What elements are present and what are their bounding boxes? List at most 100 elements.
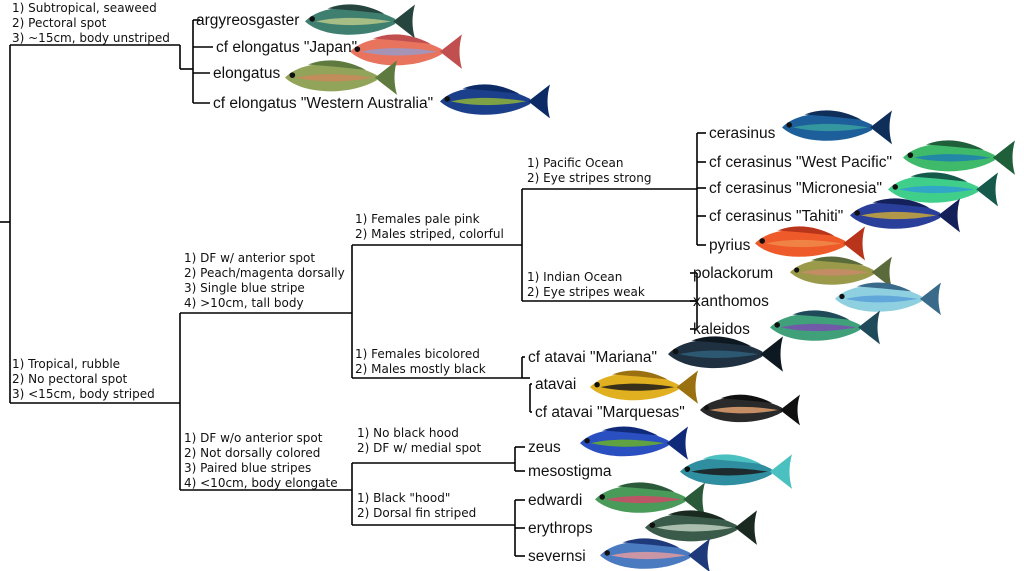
fish-tail (666, 426, 688, 460)
node-label-bicolored-line-1: 1) Females bicolored (355, 347, 480, 361)
fish-image-mesostigma (680, 454, 792, 489)
fish-dorsal-fin (612, 370, 668, 380)
fish-stripe (590, 439, 665, 447)
node-label-no-hood-line-2: 2) DF w/ medial spot (357, 441, 481, 455)
fish-dorsal-fin (372, 34, 431, 44)
fish-dorsal-fin (622, 538, 680, 548)
fish-eye (786, 122, 792, 128)
fish-tail (439, 34, 462, 69)
fish-image-erythrops (645, 510, 757, 545)
fish-eye (599, 494, 605, 500)
tip-label-cerasinus: cerasinus (709, 125, 776, 142)
fish-tail (843, 226, 865, 261)
tip-label-cf-elongatus-wa: cf elongatus "Western Australia" (213, 95, 433, 112)
fish-tail (683, 482, 705, 517)
tip-labels: argyreosgaster cf elongatus "Japan" elonga… (196, 12, 892, 565)
fish-image-severnsi (600, 538, 710, 571)
fish-tail (858, 310, 880, 345)
node-label-anterior-spot-line-2: 2) Peach/magenta dorsally (184, 266, 345, 280)
node-label-anterior-spot-line-3: 3) Single blue stripe (184, 281, 305, 295)
fish-image-cf-elongatus-japan (350, 34, 462, 69)
node-label-subtropical-line-3: 3) ~15cm, body unstriped (12, 31, 170, 45)
fish-eye (584, 437, 590, 444)
fish-dorsal-fin (462, 84, 520, 94)
fish-image-kaleidos (770, 310, 880, 345)
fish-stripe (656, 524, 733, 532)
fish-eye (774, 322, 780, 328)
node-label-subtropical-line-1: 1) Subtropical, seaweed (12, 1, 157, 15)
fish-image-cf-atavai-mariana (668, 336, 783, 372)
fish-dorsal-fin (925, 140, 984, 150)
fish-image-cf-atavai-marquesas (700, 394, 800, 426)
tip-label-cf-elongatus-japan: cf elongatus "Japan" (216, 39, 357, 56)
fish-stripe (765, 239, 842, 248)
tip-label-cf-atavai-marquesas: cf atavai "Marquesas" (535, 404, 685, 421)
fish-stripe (600, 383, 675, 391)
node-label-no-hood-line-1: 1) No black hood (357, 426, 459, 440)
node-label-anterior-spot-line-4: 4) >10cm, tall body (184, 296, 304, 310)
fish-eye (704, 405, 710, 411)
fish-image-zeus (580, 426, 688, 460)
fish-eye (892, 184, 898, 190)
node-label-no-anterior-spot-line-2: 2) Not dorsally colored (184, 446, 320, 460)
tip-label-kaleidos: kaleidos (693, 321, 750, 338)
fish-tail (769, 454, 792, 489)
fish-tail (688, 538, 710, 571)
fish-image-edwardi (595, 482, 705, 517)
fish-dorsal-fin (702, 454, 761, 464)
fish-eye (594, 381, 600, 388)
fish-eye (684, 466, 691, 472)
fish-tail (374, 60, 397, 95)
node-label-tropical-line-1: 1) Tropical, rubble (12, 357, 120, 371)
node-label-indian-line-1: 1) Indian Ocean (527, 270, 622, 284)
fish-eye (354, 46, 361, 52)
fish-stripe (709, 406, 778, 414)
node-label-indian-line-2: 2) Eye stripes weak (527, 285, 645, 299)
fish-stripe (315, 17, 392, 26)
fish-image-elongatus (285, 60, 397, 95)
node-label-bicolored-line-2: 2) Males mostly black (355, 362, 486, 376)
fish-eye (444, 96, 450, 102)
node-label-black-hood-line-2: 2) Dorsal fin striped (357, 506, 476, 520)
fish-stripe (898, 185, 975, 194)
fish-dorsal-fin (691, 336, 751, 347)
tip-label-atavai: atavai (535, 376, 576, 393)
tip-label-argyreosgaster: argyreosgaster (196, 12, 299, 29)
fish-stripe (296, 74, 373, 82)
fish-image-argyreosgaster (305, 4, 415, 39)
fish-tail (938, 198, 960, 233)
fish-eye (289, 72, 296, 78)
fish-stripe (605, 495, 682, 504)
fish-eye (672, 348, 679, 355)
node-label-no-anterior-spot-line-3: 3) Paired blue stripes (184, 461, 311, 475)
fish-image-pyrius (755, 226, 865, 261)
tip-label-xanthomos: xanthomos (693, 293, 769, 310)
fish-dorsal-fin (777, 226, 835, 236)
fish-dorsal-fin (720, 394, 773, 403)
tree-branches (0, 19, 706, 557)
fish-image-cerasinus (782, 110, 892, 145)
fish-image-cf-elongatus-wa (440, 84, 550, 119)
fish-dorsal-fin (804, 110, 862, 120)
tip-label-mesostigma: mesostigma (528, 463, 612, 480)
tip-label-elongatus: elongatus (213, 65, 280, 82)
fish-dorsal-fin (856, 282, 912, 292)
fish-tail (976, 172, 998, 207)
node-label-anterior-spot-line-1: 1) DF w/ anterior spot (184, 251, 315, 265)
fish-stripe (450, 97, 527, 106)
fish-dorsal-fin (327, 4, 385, 14)
node-label-pacific-line-1: 1) Pacific Ocean (527, 156, 623, 170)
fish-eye (309, 16, 315, 22)
node-label-pale-pink-line-1: 1) Females pale pink (355, 212, 480, 226)
fish-eye (794, 267, 800, 273)
fish-stripe (691, 468, 768, 476)
fish-stripe (610, 551, 687, 560)
fish-tail (676, 370, 698, 404)
fish-dorsal-fin (307, 60, 366, 70)
fish-image-polackorum (790, 256, 892, 288)
fish-tail (734, 510, 757, 545)
fish-tail (393, 4, 415, 39)
fish-tail (780, 394, 800, 426)
